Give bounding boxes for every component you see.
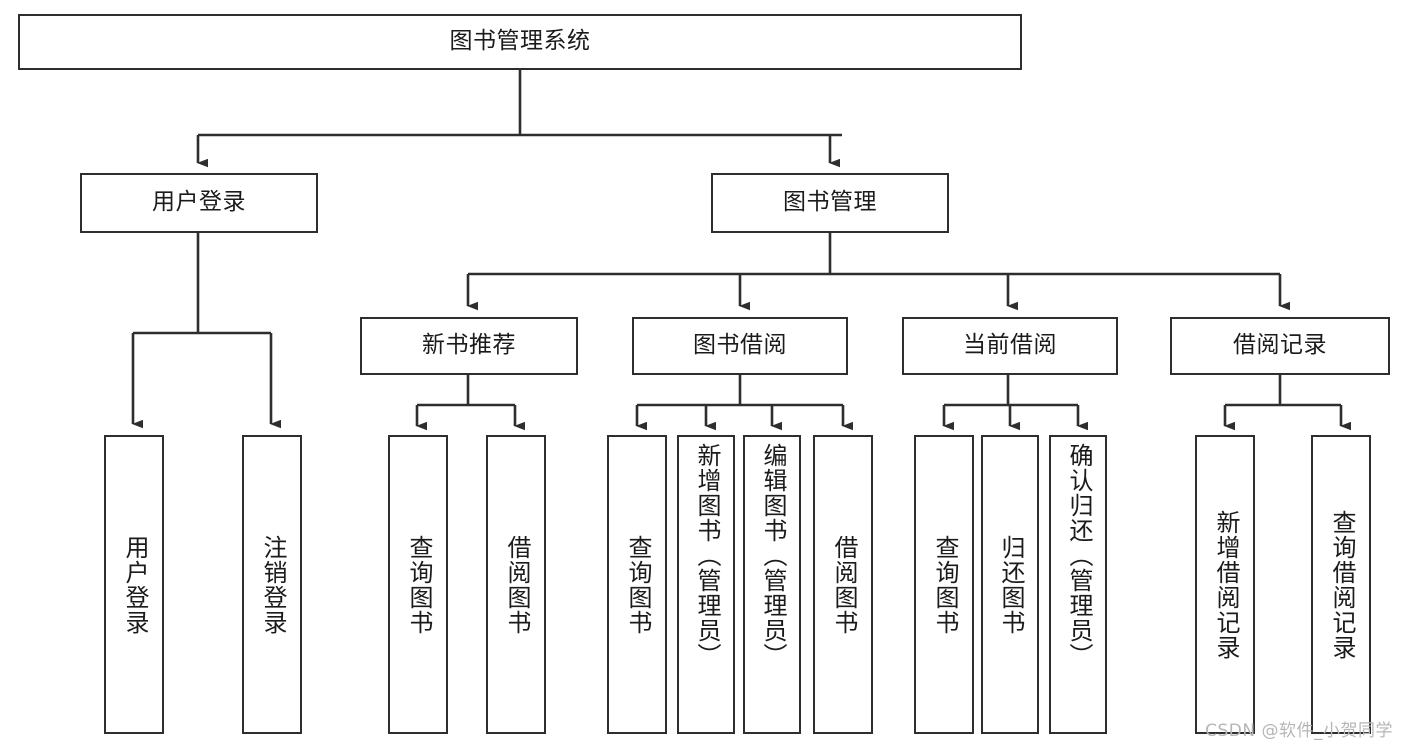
node-leaf-user-login[interactable]: 用户登录 — [104, 435, 164, 734]
node-label-new-book-recommend: 新书推荐 — [422, 332, 516, 359]
node-new-book-recommend[interactable]: 新书推荐 — [360, 317, 578, 375]
node-current-borrow[interactable]: 当前借阅 — [902, 317, 1118, 375]
node-label-root-system: 图书管理系统 — [449, 28, 591, 55]
node-leaf-query-book-borrow[interactable]: 查询图书 — [607, 435, 667, 734]
node-label-leaf-borrow-book-recommend: 借阅图书 — [502, 534, 531, 635]
node-book-manage[interactable]: 图书管理 — [711, 173, 949, 233]
node-label-book-manage: 图书管理 — [783, 189, 877, 216]
node-leaf-edit-book[interactable]: 编辑图书（管理员） — [743, 435, 801, 734]
node-leaf-query-book-recommend[interactable]: 查询图书 — [388, 435, 448, 734]
node-label-leaf-return-book: 归还图书 — [996, 534, 1025, 635]
node-label-leaf-borrow-book-borrow: 借阅图书 — [829, 534, 858, 635]
node-label-current-borrow: 当前借阅 — [963, 332, 1057, 359]
node-leaf-borrow-book-borrow[interactable]: 借阅图书 — [813, 435, 873, 734]
node-leaf-add-borrow-record[interactable]: 新增借阅记录 — [1195, 435, 1255, 734]
node-label-leaf-query-borrow-record: 查询借阅记录 — [1327, 509, 1356, 660]
node-root-system[interactable]: 图书管理系统 — [18, 14, 1022, 70]
node-borrow-record[interactable]: 借阅记录 — [1170, 317, 1390, 375]
node-label-leaf-query-book-borrow: 查询图书 — [623, 534, 652, 635]
node-label-leaf-add-borrow-record: 新增借阅记录 — [1211, 509, 1240, 660]
node-label-leaf-logout: 注销登录 — [258, 534, 287, 635]
node-label-borrow-record: 借阅记录 — [1233, 332, 1327, 359]
node-label-leaf-edit-book: 编辑图书（管理员） — [758, 443, 787, 668]
node-label-user-login: 用户登录 — [152, 189, 246, 216]
node-leaf-query-book-current[interactable]: 查询图书 — [914, 435, 974, 734]
node-label-leaf-confirm-return: 确认归还（管理员） — [1064, 443, 1093, 668]
node-book-borrow[interactable]: 图书借阅 — [632, 317, 848, 375]
node-leaf-confirm-return[interactable]: 确认归还（管理员） — [1049, 435, 1107, 734]
node-leaf-return-book[interactable]: 归还图书 — [981, 435, 1039, 734]
node-label-leaf-user-login: 用户登录 — [120, 534, 149, 635]
node-label-leaf-query-book-current: 查询图书 — [930, 534, 959, 635]
node-label-leaf-add-book: 新增图书（管理员） — [692, 443, 721, 668]
node-leaf-query-borrow-record[interactable]: 查询借阅记录 — [1311, 435, 1371, 734]
node-label-leaf-query-book-recommend: 查询图书 — [404, 534, 433, 635]
node-user-login[interactable]: 用户登录 — [80, 173, 318, 233]
node-leaf-logout[interactable]: 注销登录 — [242, 435, 302, 734]
watermark-text: CSDN @软件_小贺同学 — [1205, 721, 1393, 741]
node-leaf-add-book[interactable]: 新增图书（管理员） — [677, 435, 735, 734]
node-label-book-borrow: 图书借阅 — [693, 332, 787, 359]
node-leaf-borrow-book-recommend[interactable]: 借阅图书 — [486, 435, 546, 734]
